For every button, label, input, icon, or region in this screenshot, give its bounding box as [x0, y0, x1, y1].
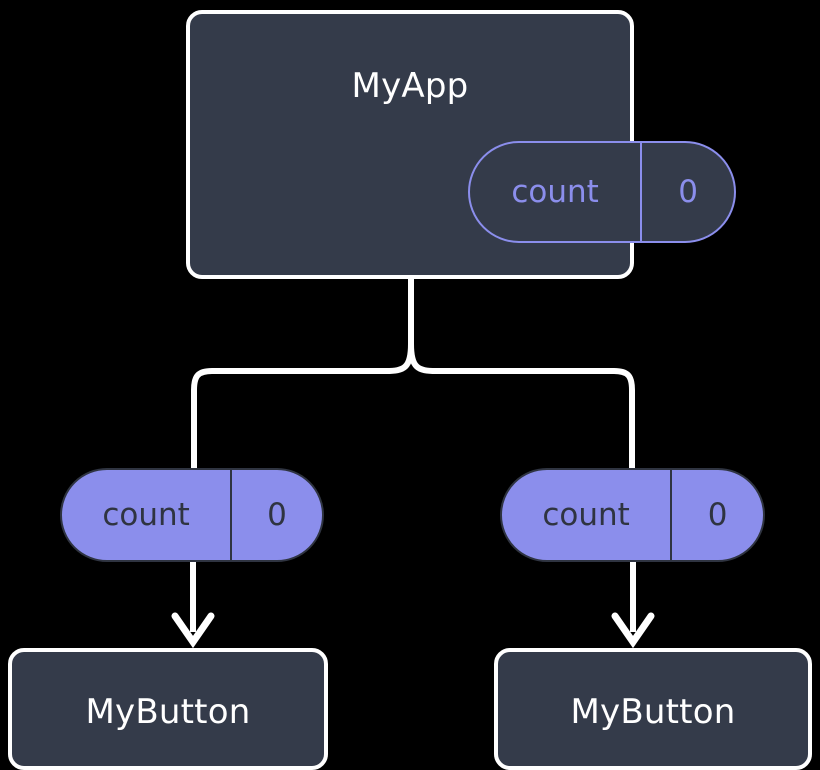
- edge-root-split-right: [408, 341, 635, 473]
- edge-root-split: [191, 276, 414, 473]
- state-pill-right-branch[interactable]: count 0: [500, 468, 765, 562]
- state-pill-myapp[interactable]: count 0: [468, 141, 736, 243]
- component-title-myapp: MyApp: [351, 66, 469, 106]
- state-pill-value: 0: [707, 497, 728, 533]
- component-title-mybutton: MyButton: [570, 692, 736, 732]
- component-node-mybutton-left[interactable]: MyButton: [8, 648, 328, 770]
- component-node-myapp[interactable]: MyApp count 0: [186, 10, 736, 279]
- arrowhead-left-icon: [171, 612, 215, 649]
- component-node-mybutton-right[interactable]: MyButton: [494, 648, 812, 770]
- state-pill-key: count: [62, 470, 233, 560]
- state-pill-value: 0: [267, 497, 287, 533]
- state-pill-left-branch[interactable]: count 0: [60, 468, 324, 562]
- state-pill-key: count: [470, 143, 643, 241]
- state-pill-value: 0: [678, 174, 698, 210]
- arrowhead-right-icon: [611, 612, 655, 649]
- state-pill-key: count: [502, 470, 673, 560]
- component-title-mybutton: MyButton: [85, 692, 251, 732]
